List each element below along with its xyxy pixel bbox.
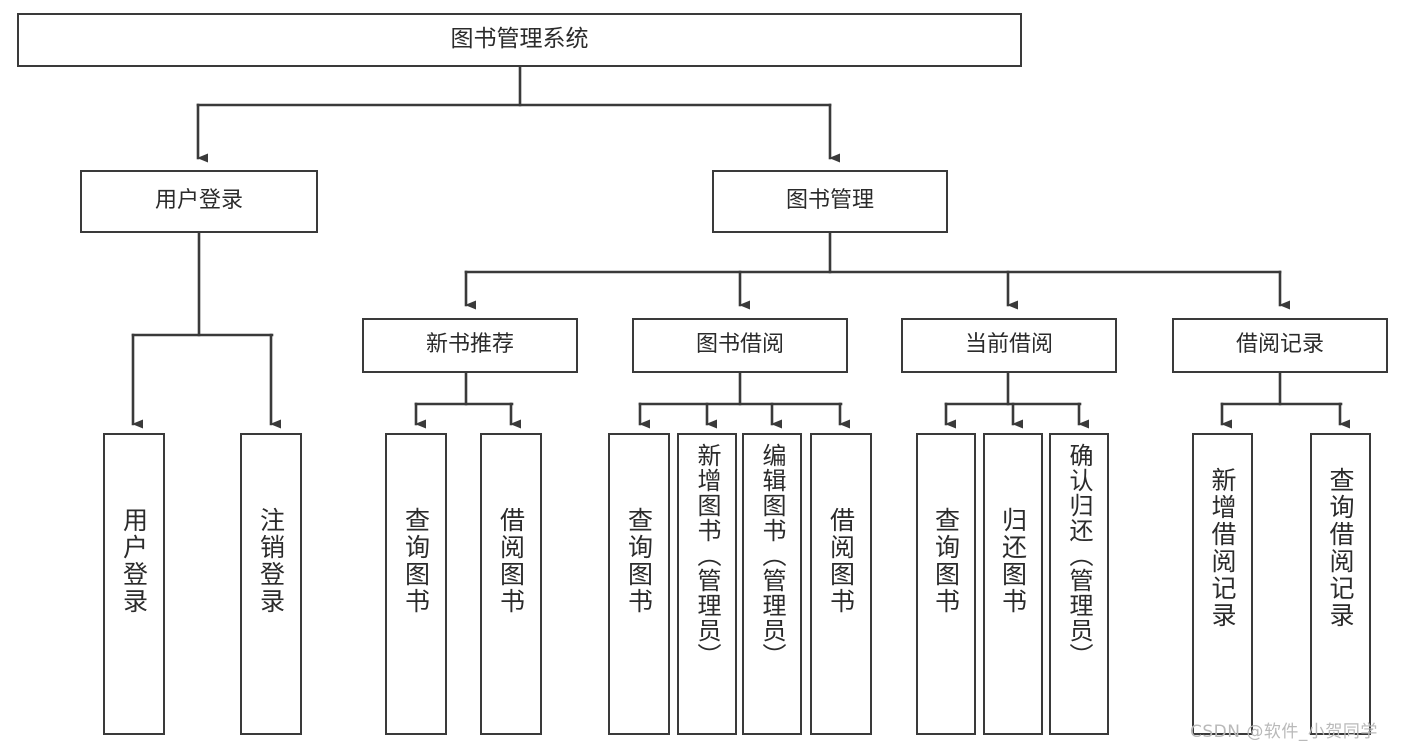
node-borrow-record-label: 借阅记录 [1235, 332, 1324, 358]
leaf-new-book-recommend-0[interactable]: 查询图书 [385, 433, 447, 735]
leaf-book-borrow-0-label: 查询图书 [624, 507, 654, 615]
leaf-user-login-0-label: 用户登录 [119, 507, 149, 615]
node-current-borrow[interactable]: 当前借阅 [901, 318, 1117, 373]
leaf-book-borrow-3[interactable]: 借阅图书 [810, 433, 872, 735]
leaf-book-borrow-3-label: 借阅图书 [826, 507, 856, 615]
leaf-current-borrow-0[interactable]: 查询图书 [916, 433, 976, 735]
node-user-login[interactable]: 用户登录 [80, 170, 318, 233]
node-user-login-label: 用户登录 [154, 188, 243, 214]
node-new-book-recommend-label: 新书推荐 [425, 332, 514, 358]
node-book-manage[interactable]: 图书管理 [712, 170, 948, 233]
leaf-book-borrow-1-label: 新增图书（管理员） [693, 443, 721, 668]
leaf-current-borrow-0-label: 查询图书 [931, 507, 961, 615]
leaf-borrow-record-0[interactable]: 新增借阅记录 [1192, 433, 1253, 735]
node-book-borrow-label: 图书借阅 [695, 332, 784, 358]
leaf-borrow-record-0-label: 新增借阅记录 [1208, 467, 1237, 629]
node-current-borrow-label: 当前借阅 [964, 332, 1053, 358]
leaf-book-borrow-0[interactable]: 查询图书 [608, 433, 670, 735]
csdn-watermark: CSDN @软件_小贺同学 [1190, 722, 1378, 742]
leaf-current-borrow-2[interactable]: 确认归还（管理员） [1049, 433, 1109, 735]
node-root[interactable]: 图书管理系统 [17, 13, 1022, 67]
leaf-user-login-1-label: 注销登录 [256, 507, 286, 615]
leaf-book-borrow-1[interactable]: 新增图书（管理员） [677, 433, 737, 735]
leaf-new-book-recommend-1[interactable]: 借阅图书 [480, 433, 542, 735]
leaf-book-borrow-2-label: 编辑图书（管理员） [758, 443, 786, 668]
node-borrow-record[interactable]: 借阅记录 [1172, 318, 1388, 373]
leaf-user-login-1[interactable]: 注销登录 [240, 433, 302, 735]
leaf-borrow-record-1[interactable]: 查询借阅记录 [1310, 433, 1371, 735]
node-new-book-recommend[interactable]: 新书推荐 [362, 318, 578, 373]
leaf-current-borrow-2-label: 确认归还（管理员） [1065, 443, 1093, 668]
leaf-borrow-record-1-label: 查询借阅记录 [1326, 467, 1355, 629]
leaf-new-book-recommend-1-label: 借阅图书 [496, 507, 526, 615]
node-book-borrow[interactable]: 图书借阅 [632, 318, 848, 373]
leaf-current-borrow-1[interactable]: 归还图书 [983, 433, 1043, 735]
leaf-book-borrow-2[interactable]: 编辑图书（管理员） [742, 433, 802, 735]
leaf-current-borrow-1-label: 归还图书 [998, 507, 1028, 615]
leaf-new-book-recommend-0-label: 查询图书 [401, 507, 431, 615]
node-root-label: 图书管理系统 [450, 26, 589, 53]
leaf-user-login-0[interactable]: 用户登录 [103, 433, 165, 735]
node-book-manage-label: 图书管理 [785, 188, 874, 214]
